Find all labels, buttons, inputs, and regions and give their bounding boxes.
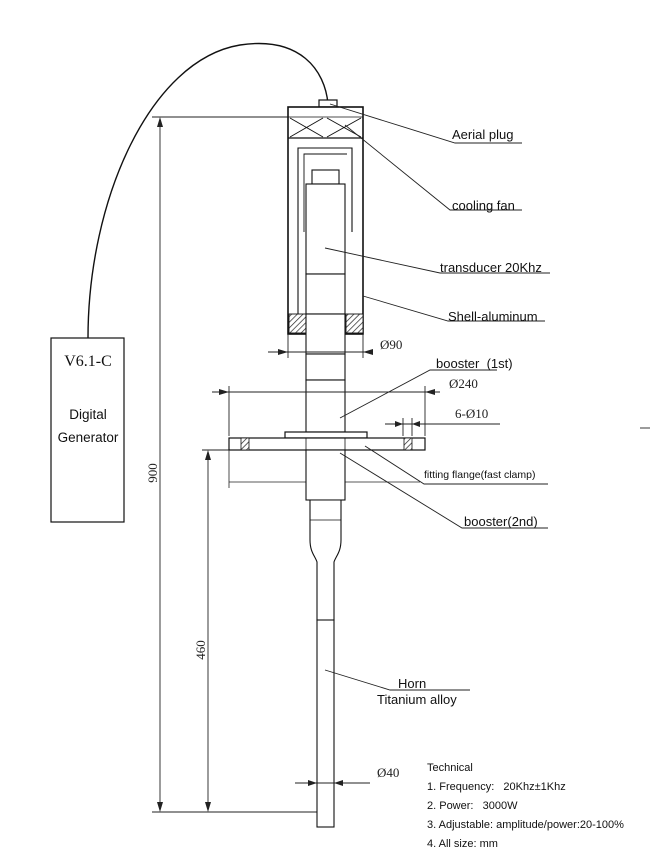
label-aerial-plug: Aerial plug	[452, 127, 513, 142]
generator-label-line2: Generator	[58, 430, 119, 445]
dimension-d90-label: Ø90	[380, 337, 402, 352]
label-cooling-fan: cooling fan	[452, 198, 515, 213]
dimension-900-label: 900	[145, 463, 160, 483]
fitting-flange	[228, 431, 426, 451]
label-booster-second: booster(2nd)	[464, 514, 538, 529]
generator-cable	[87, 42, 329, 339]
dimension-460-label: 460	[193, 640, 208, 660]
dimension-d40	[295, 780, 370, 786]
leader-lines	[324, 103, 550, 691]
dimension-holes	[385, 418, 500, 436]
technical-line-4: 4. All size: mm	[427, 838, 498, 850]
label-fitting-flange: fitting flange(fast clamp)	[424, 469, 535, 481]
dimension-holes-label: 6-Ø10	[455, 406, 488, 421]
dimension-d240-label: Ø240	[449, 376, 478, 391]
dimension-d40-label: Ø40	[377, 765, 399, 780]
technical-line-1: 1. Frequency: 20Khz±1Khz	[427, 781, 566, 793]
generator-model: V6.1-C	[64, 353, 112, 370]
dimension-d90	[268, 334, 373, 358]
technical-title: Technical	[427, 762, 473, 774]
label-shell: Shell-aluminum	[448, 309, 538, 324]
generator-label-line1: Digital	[69, 407, 107, 422]
digital-generator: V6.1-C Digital Generator	[50, 337, 125, 523]
horn	[309, 499, 342, 828]
technical-line-2: 2. Power: 3000W	[427, 800, 518, 812]
label-horn: Horn	[398, 676, 426, 691]
transducer-stack	[305, 169, 346, 355]
booster-second	[305, 449, 346, 501]
label-horn-material: Titanium alloy	[377, 692, 457, 707]
label-booster-first: booster (1st)	[436, 356, 513, 371]
dimension-460	[202, 449, 300, 812]
aerial-plug	[318, 99, 338, 108]
dimension-d240	[212, 386, 440, 436]
technical-specs: Technical 1. Frequency: 20Khz±1Khz 2. Po…	[427, 762, 624, 850]
technical-line-3: 3. Adjustable: amplitude/power:20-100%	[427, 819, 624, 831]
booster-first	[305, 353, 346, 433]
label-transducer: transducer 20Khz	[440, 260, 542, 275]
